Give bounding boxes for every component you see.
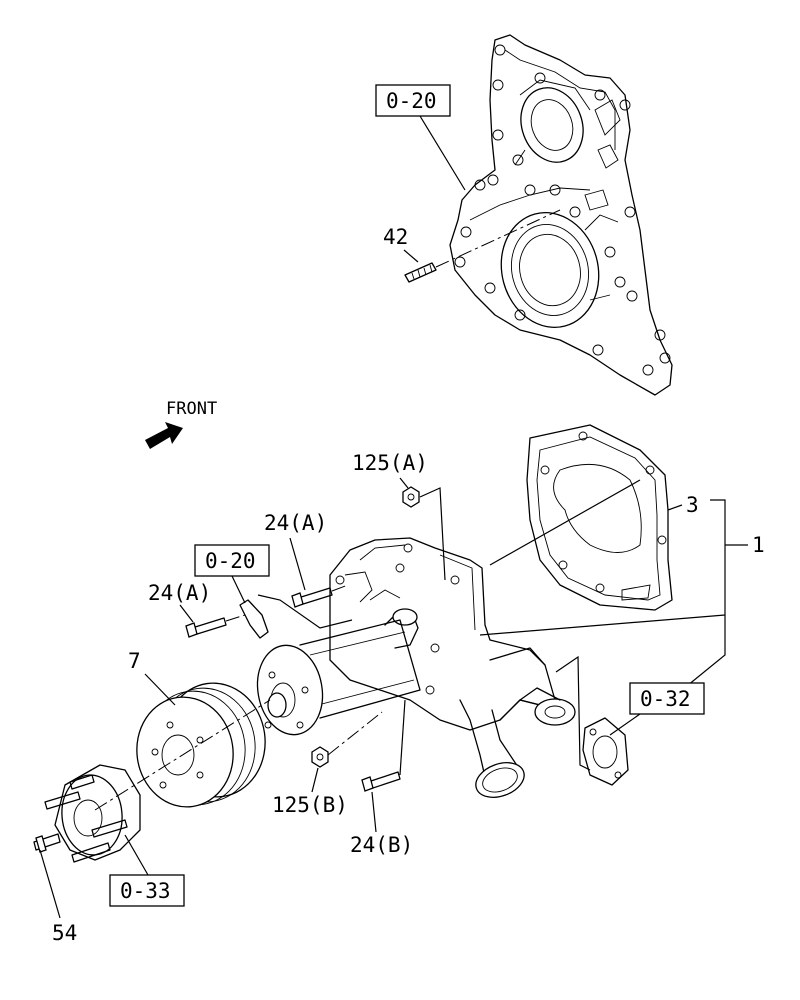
reference-label-top: 0-20: [386, 89, 437, 113]
reference-box-top[interactable]: 0-20: [375, 84, 451, 117]
label-part-54: 54: [52, 921, 77, 945]
centerline-24a-upper: [331, 584, 349, 592]
centerline-42: [435, 209, 561, 268]
label-part-125a: 125(A): [352, 451, 428, 475]
outlet-gasket: [582, 717, 629, 786]
pulley-7: [136, 682, 266, 808]
leader-ref-top: [419, 115, 466, 191]
gasket-3: [526, 424, 673, 611]
label-part-24a-upper: 24(A): [264, 511, 327, 535]
leader-54: [39, 849, 61, 919]
leader-7: [144, 673, 176, 706]
water-pump-body: [256, 537, 576, 798]
leader-1-pump: [479, 614, 726, 636]
bracket-assembly-1: [681, 499, 726, 691]
reference-box-bottom[interactable]: 0-33: [109, 874, 185, 907]
stud-42: [404, 262, 437, 283]
bracket-gasket: [555, 655, 591, 771]
reference-label-right: 0-32: [640, 687, 691, 711]
label-part-42: 42: [383, 225, 408, 249]
leader-24b: [371, 791, 377, 833]
leader-125b: [311, 767, 319, 793]
nut-125a: [402, 486, 420, 508]
centerline-24b: [399, 699, 406, 776]
centerline-125a: [419, 487, 446, 581]
centerline-24a-lower: [225, 614, 246, 622]
nut-125b: [311, 746, 329, 768]
reference-box-middle[interactable]: 0-20: [194, 544, 270, 577]
leader-ref-bottom: [124, 834, 149, 876]
arrow-right-icon: [145, 422, 183, 449]
reference-box-right[interactable]: 0-32: [629, 682, 705, 715]
leader-24a-upper: [289, 537, 306, 591]
leader-3: [667, 504, 683, 511]
front-label: FRONT: [166, 399, 217, 419]
leader-125a: [399, 477, 409, 489]
leader-42: [403, 249, 419, 263]
leader-ref-middle: [231, 575, 246, 604]
leader-gasket-pump: [489, 479, 641, 566]
label-part-3: 3: [686, 493, 699, 517]
bolt-54: [33, 833, 61, 853]
leader-ref-right: [609, 713, 641, 736]
reference-label-bottom: 0-33: [120, 879, 171, 903]
label-part-24a-lower: 24(A): [148, 581, 211, 605]
bolt-24b: [361, 771, 401, 792]
fan-spacer: [44, 764, 141, 863]
front-cover-housing: [449, 34, 673, 396]
leader-24a-lower: [179, 604, 194, 623]
reference-label-middle: 0-20: [205, 549, 256, 573]
label-part-125b: 125(B): [272, 793, 348, 817]
bolt-24a-upper: [291, 587, 333, 608]
bracket-plate: [239, 599, 269, 639]
leader-bracket: [257, 594, 353, 629]
centerline-shaft: [94, 699, 271, 811]
label-part-7: 7: [128, 649, 141, 673]
label-part-24b: 24(B): [350, 833, 413, 857]
centerline-125b: [327, 711, 383, 756]
label-part-1: 1: [752, 533, 765, 557]
bolt-24a-lower: [185, 617, 227, 638]
